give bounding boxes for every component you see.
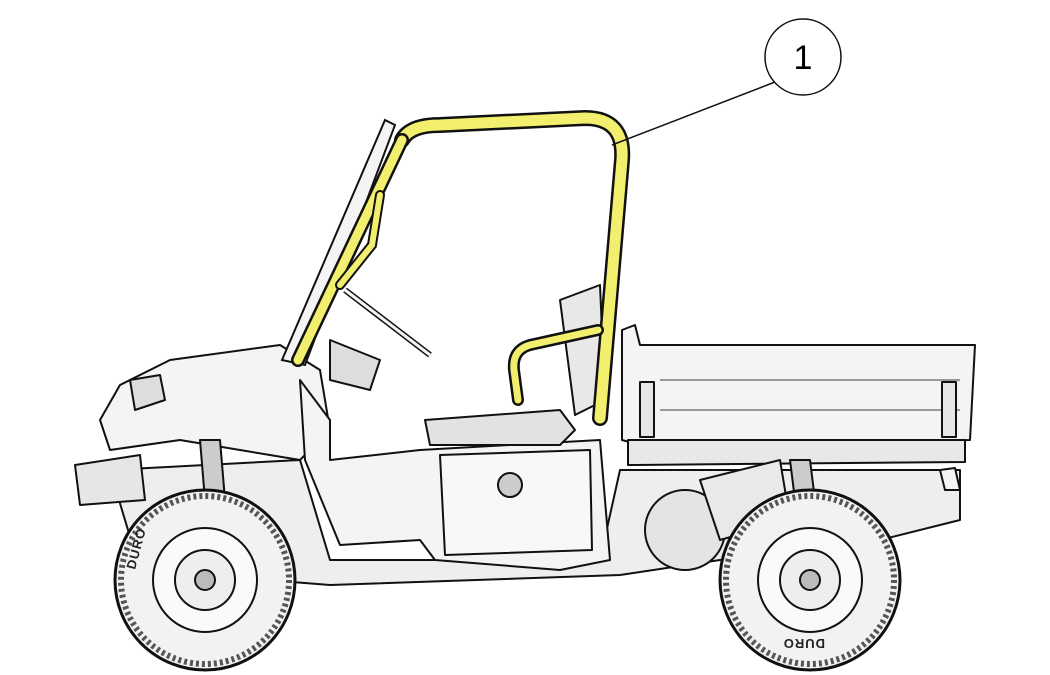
roll-bar	[291, 109, 631, 426]
callout-number: 1	[794, 39, 813, 77]
front-pillar	[280, 118, 397, 367]
callout-1: 1	[611, 18, 842, 146]
rear-wheel: DURO	[718, 488, 902, 672]
front-wheel: DURO	[113, 488, 297, 672]
tire-brand-text-rear: DURO	[783, 636, 825, 651]
cargo-bed	[621, 324, 976, 446]
seat	[424, 409, 576, 446]
